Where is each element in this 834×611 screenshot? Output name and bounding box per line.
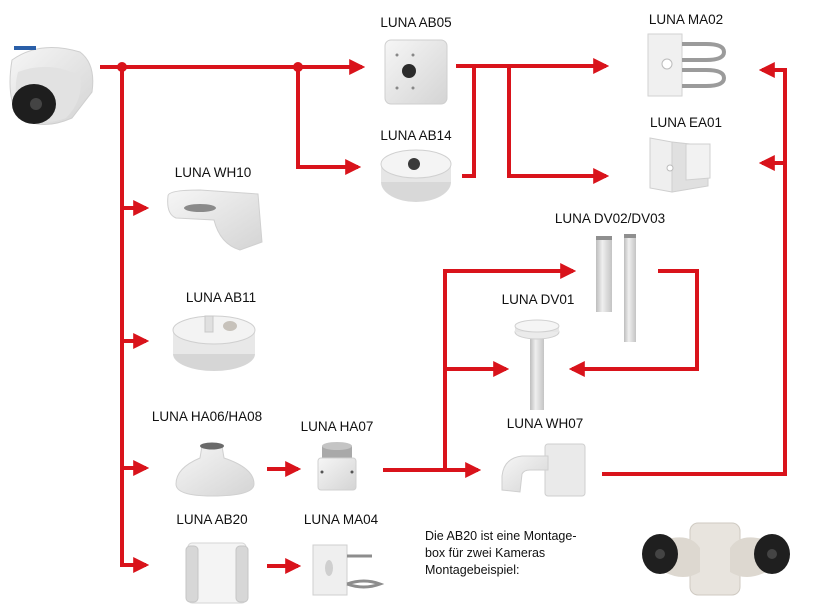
line-wh07-mounts (602, 62, 787, 476)
line-trunk (120, 67, 150, 573)
line-dv0203-dv01 (568, 269, 699, 377)
pendant-adapter-icon (175, 442, 255, 497)
extension-pole-icon (596, 234, 636, 342)
wall-bracket-small-icon (167, 189, 263, 251)
label-dv01: LUNA DV01 (501, 292, 575, 307)
wall-bracket-large-icon (501, 443, 586, 497)
label-ab14: LUNA AB14 (380, 128, 452, 143)
junction-box-square-icon (384, 39, 448, 105)
dome-camera-icon (9, 46, 94, 125)
label-wh10: LUNA WH10 (174, 165, 252, 180)
pole-mount-icon (647, 33, 727, 97)
line-ab-ea01 (507, 66, 610, 184)
label-ab11: LUNA AB11 (185, 290, 257, 305)
connector-lines (100, 58, 787, 574)
dual-camera-box-icon (185, 542, 249, 604)
pole-mount-plate-icon (312, 544, 385, 596)
label-ma04: LUNA MA04 (303, 512, 379, 527)
corner-mount-icon (649, 137, 711, 193)
ab20-note: Die AB20 ist eine Montage- box für zwei … (425, 528, 576, 579)
label-ha07: LUNA HA07 (300, 419, 374, 434)
pendant-adapter-ring-icon (317, 442, 357, 491)
junction-box-round-icon (380, 149, 452, 202)
line-ab14-join (462, 66, 476, 178)
ceiling-pendant-icon (514, 319, 560, 410)
label-ab05: LUNA AB05 (380, 15, 452, 30)
note-line: Die AB20 ist eine Montage- (425, 529, 577, 543)
label-ea01: LUNA EA01 (649, 115, 723, 130)
label-ma02: LUNA MA02 (648, 12, 724, 27)
label-wh07: LUNA WH07 (506, 416, 584, 431)
junction-box-round-open-icon (172, 315, 256, 371)
note-line: Montagebeispiel: (425, 563, 520, 577)
line-camera-ab14 (296, 67, 362, 175)
label-dv0203: LUNA DV02/DV03 (554, 211, 666, 226)
line-ha07-dv0203 (443, 263, 577, 470)
dual-camera-example-icon (642, 522, 790, 596)
label-ha0608: LUNA HA06/HA08 (151, 409, 263, 424)
label-ab20: LUNA AB20 (176, 512, 248, 527)
note-line: box für zwei Kameras (425, 546, 546, 560)
